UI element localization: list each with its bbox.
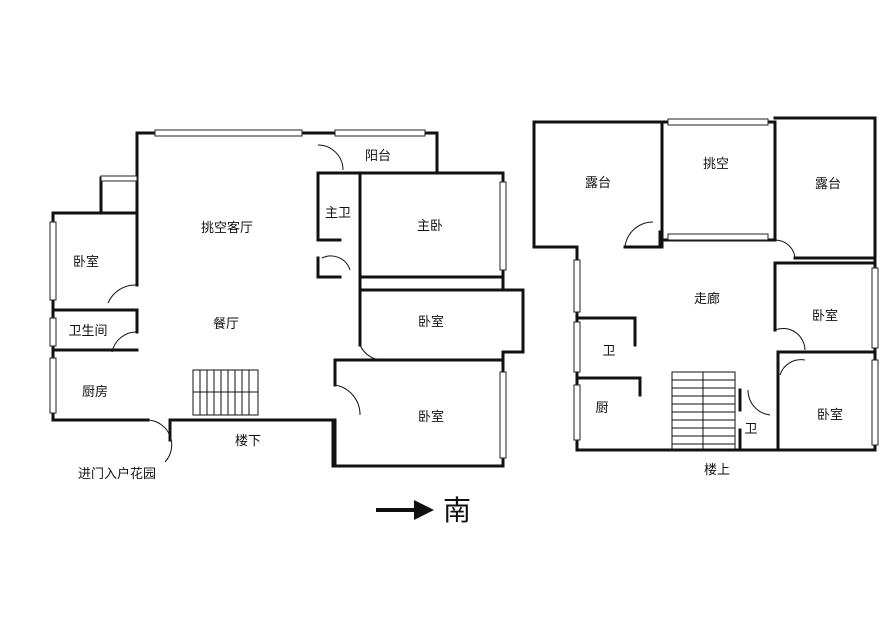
window: [334, 129, 426, 137]
room-label-corridor: 走廊: [694, 291, 720, 307]
window: [871, 359, 879, 446]
room-label-terrace: 露台: [585, 176, 611, 191]
window: [49, 221, 57, 301]
room-label-bedroom: 卧室: [418, 409, 444, 425]
room-label-bath: 卫: [744, 422, 757, 437]
entrance-label: 进门入户花园: [78, 466, 156, 482]
staircase: [192, 369, 259, 416]
room-label-terrace: 露台: [815, 177, 841, 192]
room-label-balcony: 阳台: [365, 149, 391, 164]
staircase: [671, 371, 736, 451]
floor-label-upper: 楼上: [704, 463, 730, 478]
room-label-master-bedroom: 主卧: [417, 219, 443, 234]
window: [499, 371, 507, 459]
window: [573, 259, 581, 313]
window: [573, 384, 581, 441]
floor-label-lower: 楼下: [235, 434, 261, 449]
room-label-bedroom: 卧室: [817, 407, 843, 423]
room-label-restroom: 卫生间: [68, 324, 107, 339]
room-label-bath: 卫: [602, 344, 615, 359]
window: [573, 321, 581, 373]
window: [667, 118, 769, 126]
window: [667, 233, 769, 241]
room-label-kitchen: 厨: [595, 401, 608, 416]
window: [154, 129, 303, 137]
lower-floor-plan: [49, 129, 525, 468]
room-label-bedroom: 卧室: [73, 254, 99, 270]
compass-direction: 南: [443, 494, 471, 527]
upper-floor-plan: [532, 116, 879, 452]
room-label-master-bath: 主卫: [325, 206, 351, 221]
window: [49, 357, 57, 414]
south-arrow-icon: [376, 500, 434, 520]
room-label-bedroom: 卧室: [418, 314, 444, 330]
room-label-void: 挑空: [703, 157, 729, 172]
room-label-bedroom: 卧室: [812, 308, 838, 324]
room-label-living: 挑空客厅: [201, 220, 253, 236]
window: [49, 317, 57, 347]
window: [499, 181, 507, 271]
room-label-kitchen: 厨房: [82, 384, 108, 400]
window: [100, 175, 138, 182]
window: [871, 267, 879, 349]
room-label-dining: 餐厅: [213, 316, 239, 332]
